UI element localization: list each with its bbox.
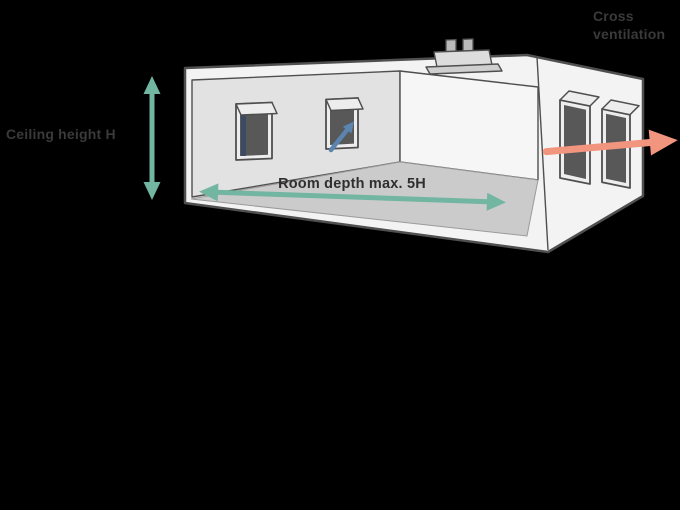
ceiling-height-arrowhead-top: [143, 76, 161, 94]
airflow-in-arrow: [328, 121, 354, 153]
right-window-1-opening: [564, 105, 586, 179]
room-depth-arrowhead-right: [486, 192, 506, 211]
ceiling-height-label: Ceiling height H: [6, 126, 116, 142]
roof-vent-unit: [425, 38, 503, 75]
right-window-1-flap: [559, 90, 600, 107]
airflow-in-arrow-shaft: [328, 127, 350, 153]
cross-ventilation-label: Cross ventilation: [593, 8, 666, 43]
airflow-out-arrowhead: [648, 129, 678, 156]
room-depth-arrow: [199, 183, 506, 211]
airflow-out-arrow-shaft: [542, 138, 656, 156]
back-window-1-opening: [240, 106, 268, 156]
ceiling-height-arrow: [143, 76, 161, 200]
back-right-wall: [399, 70, 539, 181]
room-depth-label: Room depth max. 5H: [278, 176, 426, 192]
back-window-2-opening: [330, 102, 354, 145]
back-window-2: [325, 97, 364, 150]
airflow-out-arrow: [542, 129, 678, 156]
back-window-1-sash: [241, 110, 246, 156]
airflow-in-arrowhead: [342, 121, 354, 134]
right-window-1: [559, 90, 600, 185]
roof-vent-base: [425, 63, 503, 75]
right-window-2-flap: [601, 99, 640, 116]
back-window-2-flap: [325, 97, 364, 112]
room-depth-arrowhead-left: [199, 183, 219, 202]
back-window-1-flap: [235, 101, 278, 116]
back-window-1: [235, 101, 278, 161]
ceiling-height-arrowhead-bottom: [143, 182, 161, 200]
right-wall-inner-edge: [536, 56, 549, 251]
room-depth-arrow-shaft: [216, 189, 489, 205]
